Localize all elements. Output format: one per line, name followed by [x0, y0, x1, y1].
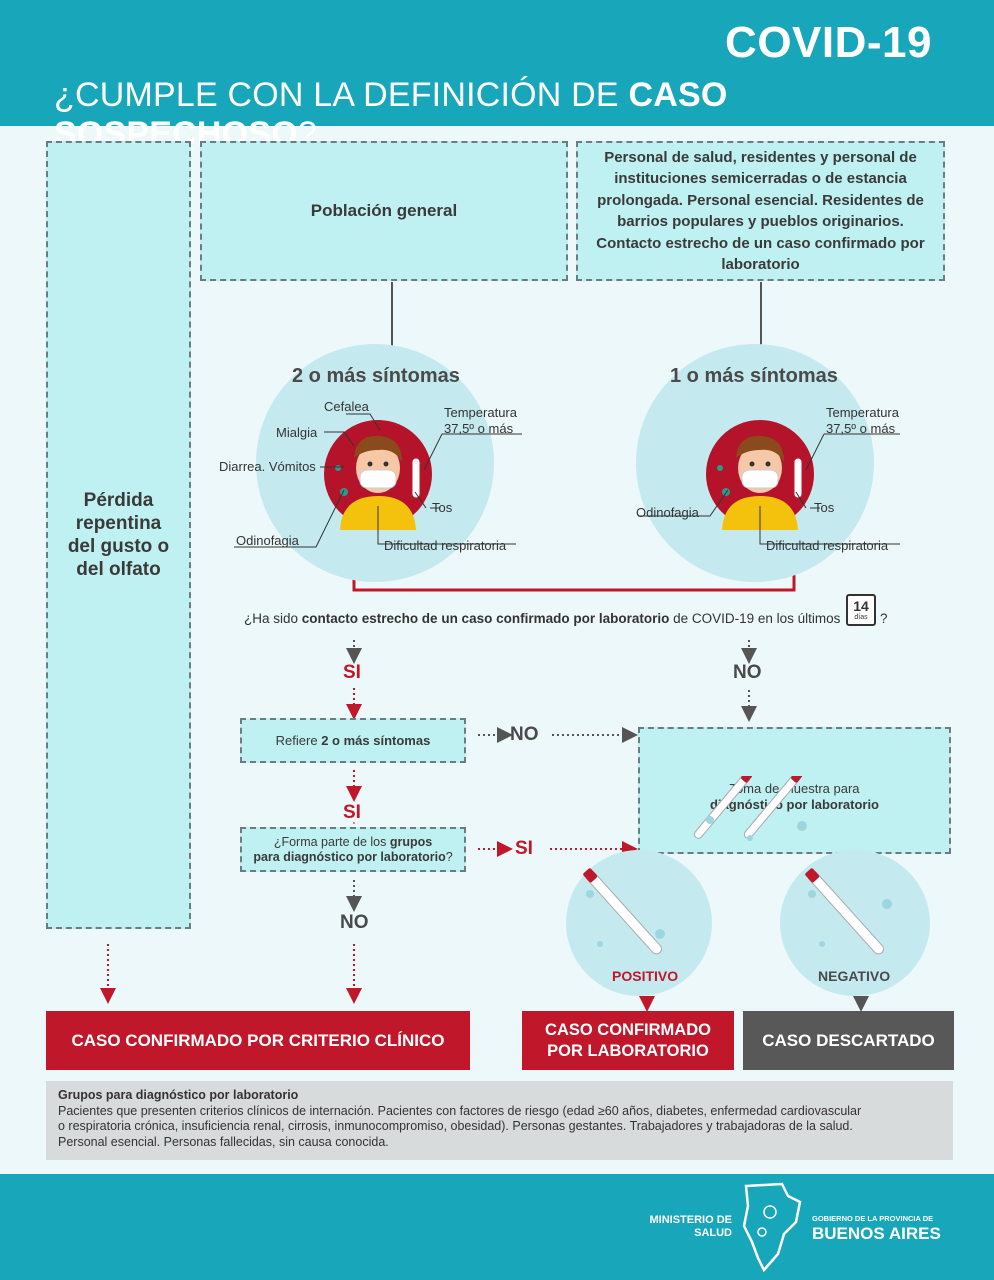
grupos-bold-2: para diagnóstico por laboratorio	[253, 849, 446, 864]
muestra-pre: Toma de muestra para	[729, 780, 860, 796]
contact-question-pre: ¿Ha sido	[244, 611, 302, 626]
result-lab-label-1: CASO CONFIRMADO	[545, 1020, 711, 1039]
swab-tubes-icon	[693, 776, 807, 841]
refiere-pre: Refiere	[275, 733, 322, 748]
label-dificultad: Dificultad respiratoria	[384, 538, 507, 553]
label-odinofagia-r: Odinofagia	[636, 505, 699, 520]
gobierno-line-2: BUENOS AIRES	[812, 1224, 941, 1243]
label-tos: Tos	[432, 500, 453, 515]
label-odinofagia: Odinofagia	[236, 533, 299, 548]
ministerio-line-1: MINISTERIO DE	[649, 1214, 732, 1226]
result-discarded-label: CASO DESCARTADO	[762, 1030, 935, 1050]
notes-title: Grupos para diagnóstico por laboratorio	[58, 1088, 299, 1102]
loss-of-taste-label: Pérdida repentina del gusto o del olfato	[67, 490, 170, 580]
province-map-icon	[742, 1182, 802, 1273]
contact-question: ¿Ha sido contacto estrecho de un caso co…	[244, 611, 840, 626]
symptom-leaders-left	[234, 413, 522, 548]
muestra-bold: diagnóstico por laboratorio	[709, 796, 879, 812]
negative-tube-icon	[805, 868, 892, 955]
label-diarrea: Diarrea. Vómitos	[219, 459, 316, 474]
symptom-leaders-right	[638, 433, 900, 545]
refiere-bold: 2 o más síntomas	[321, 733, 431, 748]
label-no-1: NO	[733, 662, 762, 683]
label-negativo: NEGATIVO	[818, 968, 891, 984]
ministerio-line-2: SALUD	[694, 1227, 732, 1239]
calendar-days-word: días	[854, 614, 868, 621]
symptoms-title-left: 2 o más síntomas	[292, 365, 460, 387]
label-temperatura: Temperatura	[444, 405, 517, 420]
symptoms-title-right: 1 o más síntomas	[670, 365, 838, 387]
result-clinical-label: CASO CONFIRMADO POR CRITERIO CLÍNICO	[71, 1030, 445, 1050]
header-title: COVID-19	[725, 18, 932, 67]
general-population-label: Población general	[310, 201, 458, 220]
notes-line-1: Pacientes que presenten criterios clínic…	[58, 1103, 862, 1118]
calendar-icon: 14 días	[846, 594, 876, 626]
patient-illustration-left	[324, 420, 432, 530]
special-population-box: Personal de salud, residentes y personal…	[576, 141, 945, 281]
label-no-3: NO	[340, 912, 369, 933]
label-dificultad-r: Dificultad respiratoria	[766, 538, 889, 553]
loss-of-taste-box: Pérdida repentina del gusto o del olfato	[46, 141, 191, 929]
grupos-bold-1: grupos	[389, 834, 433, 849]
contact-question-end: ?	[880, 611, 888, 626]
contact-question-post: de COVID-19 en los últimos	[669, 611, 841, 626]
refiere-box: Refiere 2 o más síntomas	[240, 718, 466, 763]
label-temperatura-value: 37,5º o más	[444, 421, 514, 436]
positive-tube-icon	[583, 868, 665, 955]
general-population-box: Población general	[200, 141, 568, 281]
patient-illustration-right	[706, 420, 814, 530]
question-pre: ¿CUMPLE CON LA DEFINICIÓN DE	[54, 76, 629, 114]
label-no-2: NO	[510, 724, 539, 745]
label-temperatura-value-r: 37,5º o más	[826, 421, 896, 436]
calendar-days-number: 14	[853, 598, 869, 614]
label-temperatura-r: Temperatura	[826, 405, 899, 420]
ministerio-logo-text: MINISTERIO DE SALUD	[640, 1214, 732, 1240]
grupos-end: ?	[445, 849, 453, 864]
result-clinical-box: CASO CONFIRMADO POR CRITERIO CLÍNICO	[46, 1011, 470, 1070]
grupos-pre: ¿Forma parte de los	[273, 834, 390, 849]
special-population-label: Personal de salud, residentes y personal…	[596, 148, 925, 274]
gobierno-line-1: GOBIERNO DE LA PROVINCIA DE	[812, 1214, 934, 1223]
result-lab-box: CASO CONFIRMADO POR LABORATORIO	[522, 1011, 734, 1070]
label-mialgia: Mialgia	[276, 425, 318, 440]
label-cefalea: Cefalea	[324, 399, 369, 414]
grupos-box: ¿Forma parte de los grupos para diagnóst…	[240, 827, 466, 872]
label-tos-r: Tos	[814, 500, 835, 515]
result-discarded-box: CASO DESCARTADO	[743, 1011, 954, 1070]
groups-notes: Grupos para diagnóstico por laboratorio …	[46, 1081, 953, 1160]
label-positivo: POSITIVO	[612, 968, 679, 984]
label-si-2: SI	[343, 802, 361, 823]
notes-line-2: o respiratoria crónica, insuficiencia re…	[58, 1119, 853, 1133]
notes-line-3: Personal esencial. Personas fallecidas, …	[58, 1134, 389, 1149]
label-si-1: SI	[343, 662, 361, 683]
footer: MINISTERIO DE SALUD GOBIERNO DE LA PROVI…	[0, 1174, 994, 1280]
contact-question-bold: contacto estrecho de un caso confirmado …	[301, 611, 670, 626]
muestra-box: Toma de muestra para diagnóstico por lab…	[638, 727, 951, 854]
label-si-3: SI	[515, 838, 533, 859]
result-lab-label-2: POR LABORATORIO	[547, 1041, 709, 1060]
